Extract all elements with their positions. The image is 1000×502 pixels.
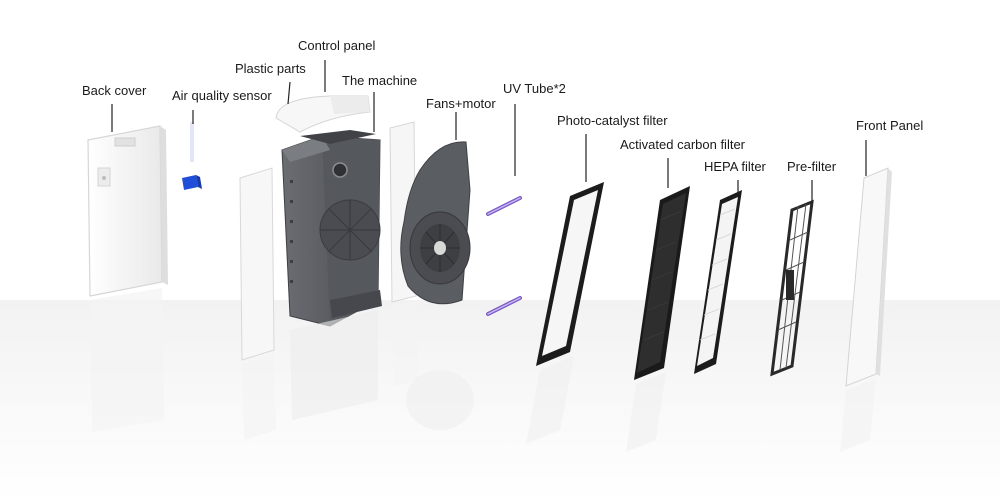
photo-catalyst-filter-part	[526, 182, 604, 444]
machine-body-part	[281, 130, 382, 420]
label-activated-carbon-filter: Activated carbon filter	[620, 137, 746, 152]
pre-filter-part	[770, 199, 814, 377]
back-cover-part	[87, 125, 168, 432]
label-pre-filter: Pre-filter	[787, 159, 837, 174]
hepa-filter-part	[694, 190, 742, 374]
label-control-panel: Control panel	[298, 38, 376, 53]
label-back-cover: Back cover	[82, 83, 147, 98]
activated-carbon-filter-part	[626, 186, 690, 452]
leader-lines	[111, 60, 867, 204]
label-air-quality-sensor: Air quality sensor	[172, 88, 272, 103]
plastic-parts-part	[239, 167, 276, 440]
front-panel-part	[840, 167, 892, 452]
label-the-machine: The machine	[342, 73, 418, 88]
air-quality-sensor-part	[182, 122, 202, 190]
label-plastic-parts: Plastic parts	[235, 61, 306, 76]
label-front-panel: Front Panel	[856, 118, 924, 133]
label-uv-tube: UV Tube*2	[503, 81, 566, 96]
control-panel-part	[275, 95, 371, 133]
fan-motor-part	[400, 141, 474, 430]
label-photo-catalyst-filter: Photo-catalyst filter	[557, 113, 668, 128]
label-hepa-filter: HEPA filter	[704, 159, 766, 174]
uv-tubes-part	[486, 196, 522, 316]
label-fans-motor: Fans+motor	[426, 96, 496, 111]
floor-shadow	[0, 300, 1000, 502]
